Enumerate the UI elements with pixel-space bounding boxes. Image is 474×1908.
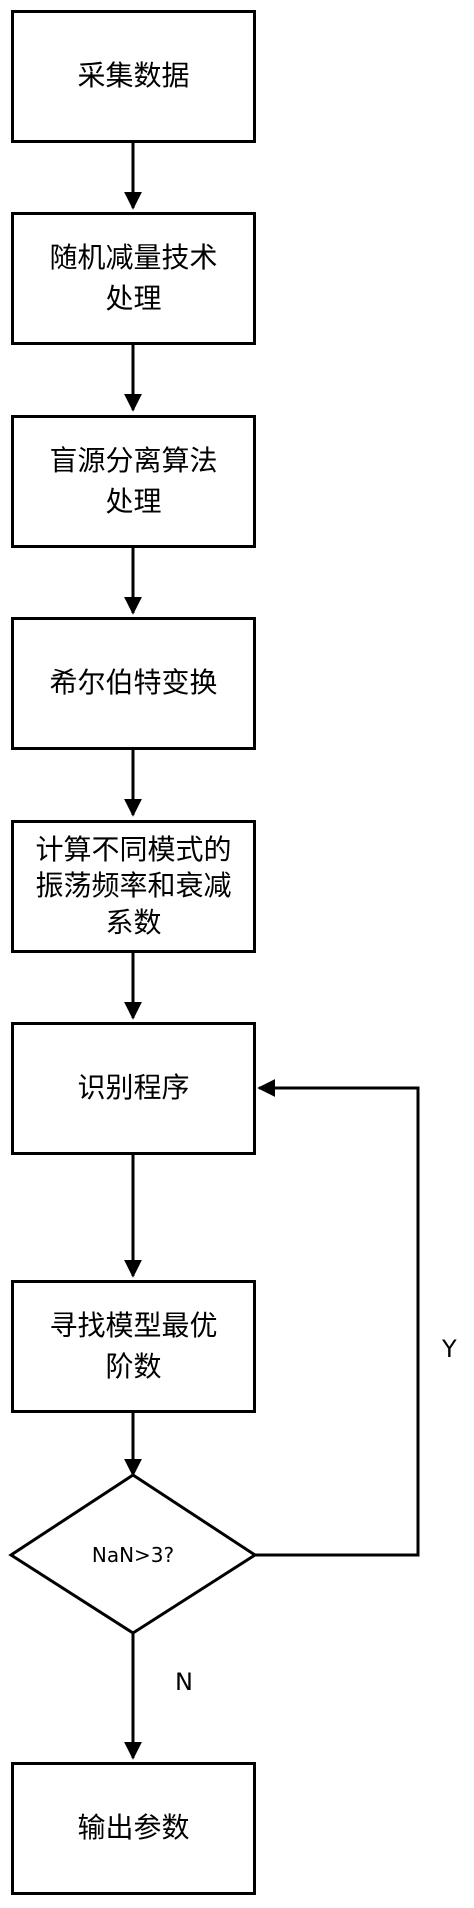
step-line: 计算不同模式的 xyxy=(35,832,232,866)
step-line: 希尔伯特变换 xyxy=(49,666,218,700)
step-text: 寻找模型最优 阶数 xyxy=(49,1306,217,1387)
step-output-parameters: 输出参数 xyxy=(11,1762,256,1895)
step-text: 随机减量技术 处理 xyxy=(49,238,217,319)
step-blind-source-separation: 盲源分离算法 处理 xyxy=(11,415,256,548)
step-line: 采集数据 xyxy=(77,59,190,93)
yes-label: Y xyxy=(442,1335,457,1363)
step-collect-data: 采集数据 xyxy=(11,10,256,143)
step-hilbert-transform: 希尔伯特变换 xyxy=(11,617,256,750)
step-line: 系数 xyxy=(105,905,162,939)
no-label: N xyxy=(175,1668,193,1696)
step-line: 处理 xyxy=(105,281,162,315)
arrow-yes-loop xyxy=(255,1079,420,1557)
step-line: 寻找模型最优 xyxy=(49,1308,218,1342)
step-text: 希尔伯特变换 xyxy=(49,663,217,704)
step-line: 盲源分离算法 xyxy=(49,443,218,477)
step-line: 识别程序 xyxy=(77,1071,190,1105)
step-text: 盲源分离算法 处理 xyxy=(49,441,217,522)
step-line: 振荡频率和衰减 xyxy=(35,869,232,903)
step-text: 输出参数 xyxy=(77,1808,189,1849)
step-text: 采集数据 xyxy=(77,56,189,97)
step-text: 识别程序 xyxy=(77,1068,189,1109)
decision-diamond xyxy=(8,1473,258,1635)
step-compute-modes: 计算不同模式的 振荡频率和衰减 系数 xyxy=(11,820,256,953)
step-random-reduction: 随机减量技术 处理 xyxy=(11,212,256,345)
step-line: 随机减量技术 xyxy=(49,240,218,274)
step-line: 阶数 xyxy=(105,1349,162,1383)
step-line: 输出参数 xyxy=(77,1811,190,1845)
step-text: 计算不同模式的 振荡频率和衰减 系数 xyxy=(35,832,231,941)
step-line: 处理 xyxy=(105,484,162,518)
step-find-optimal-order: 寻找模型最优 阶数 xyxy=(11,1280,256,1413)
decision-text: NaN>3? xyxy=(91,1543,175,1567)
step-identification-program: 识别程序 xyxy=(11,1022,256,1155)
